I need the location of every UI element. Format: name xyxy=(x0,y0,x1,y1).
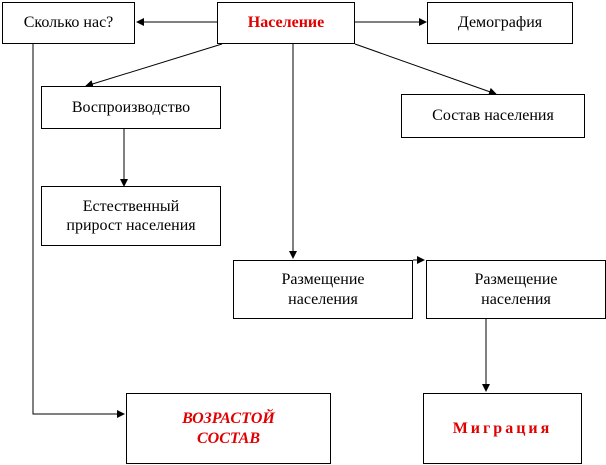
node-skolko-nas-label: Сколько нас? xyxy=(23,14,114,32)
node-naselenie: Население xyxy=(217,2,355,44)
node-razmeshchenie-1: Размещение населения xyxy=(233,260,413,319)
node-demografiya: Демография xyxy=(427,2,573,44)
node-sostav-naseleniya: Состав населения xyxy=(401,94,585,138)
node-naselenie-label: Население xyxy=(247,14,325,32)
node-razmeshchenie-1-label: Размещение населения xyxy=(281,271,365,308)
node-estestvenny-prirost: Естественный прирост населения xyxy=(41,186,221,246)
node-razmeshchenie-2: Размещение населения xyxy=(426,260,606,319)
node-migratsiya: Миграция xyxy=(423,393,582,464)
node-razmeshchenie-2-label: Размещение населения xyxy=(474,271,558,308)
node-migratsiya-label: Миграция xyxy=(452,419,553,437)
node-skolko-nas: Сколько нас? xyxy=(2,2,135,44)
node-vosproizvodstvo: Воспроизводство xyxy=(41,86,221,129)
node-estestvenny-prirost-label: Естественный прирост населения xyxy=(66,197,196,234)
arrow-naselenie-to-sostav xyxy=(354,43,497,96)
node-vosproizvodstvo-label: Воспроизводство xyxy=(71,98,191,116)
node-demografiya-label: Демография xyxy=(457,14,543,32)
arrow-skolko-to-vozrastoy xyxy=(32,44,125,418)
node-vozrastoy-sostav: ВОЗРАСТОЙ СОСТАВ xyxy=(126,393,331,464)
node-vozrastoy-sostav-label: ВОЗРАСТОЙ СОСТАВ xyxy=(182,410,275,447)
node-sostav-naseleniya-label: Состав населения xyxy=(432,107,554,125)
arrow-naselenie-to-vosproizvodstvo xyxy=(85,43,223,88)
